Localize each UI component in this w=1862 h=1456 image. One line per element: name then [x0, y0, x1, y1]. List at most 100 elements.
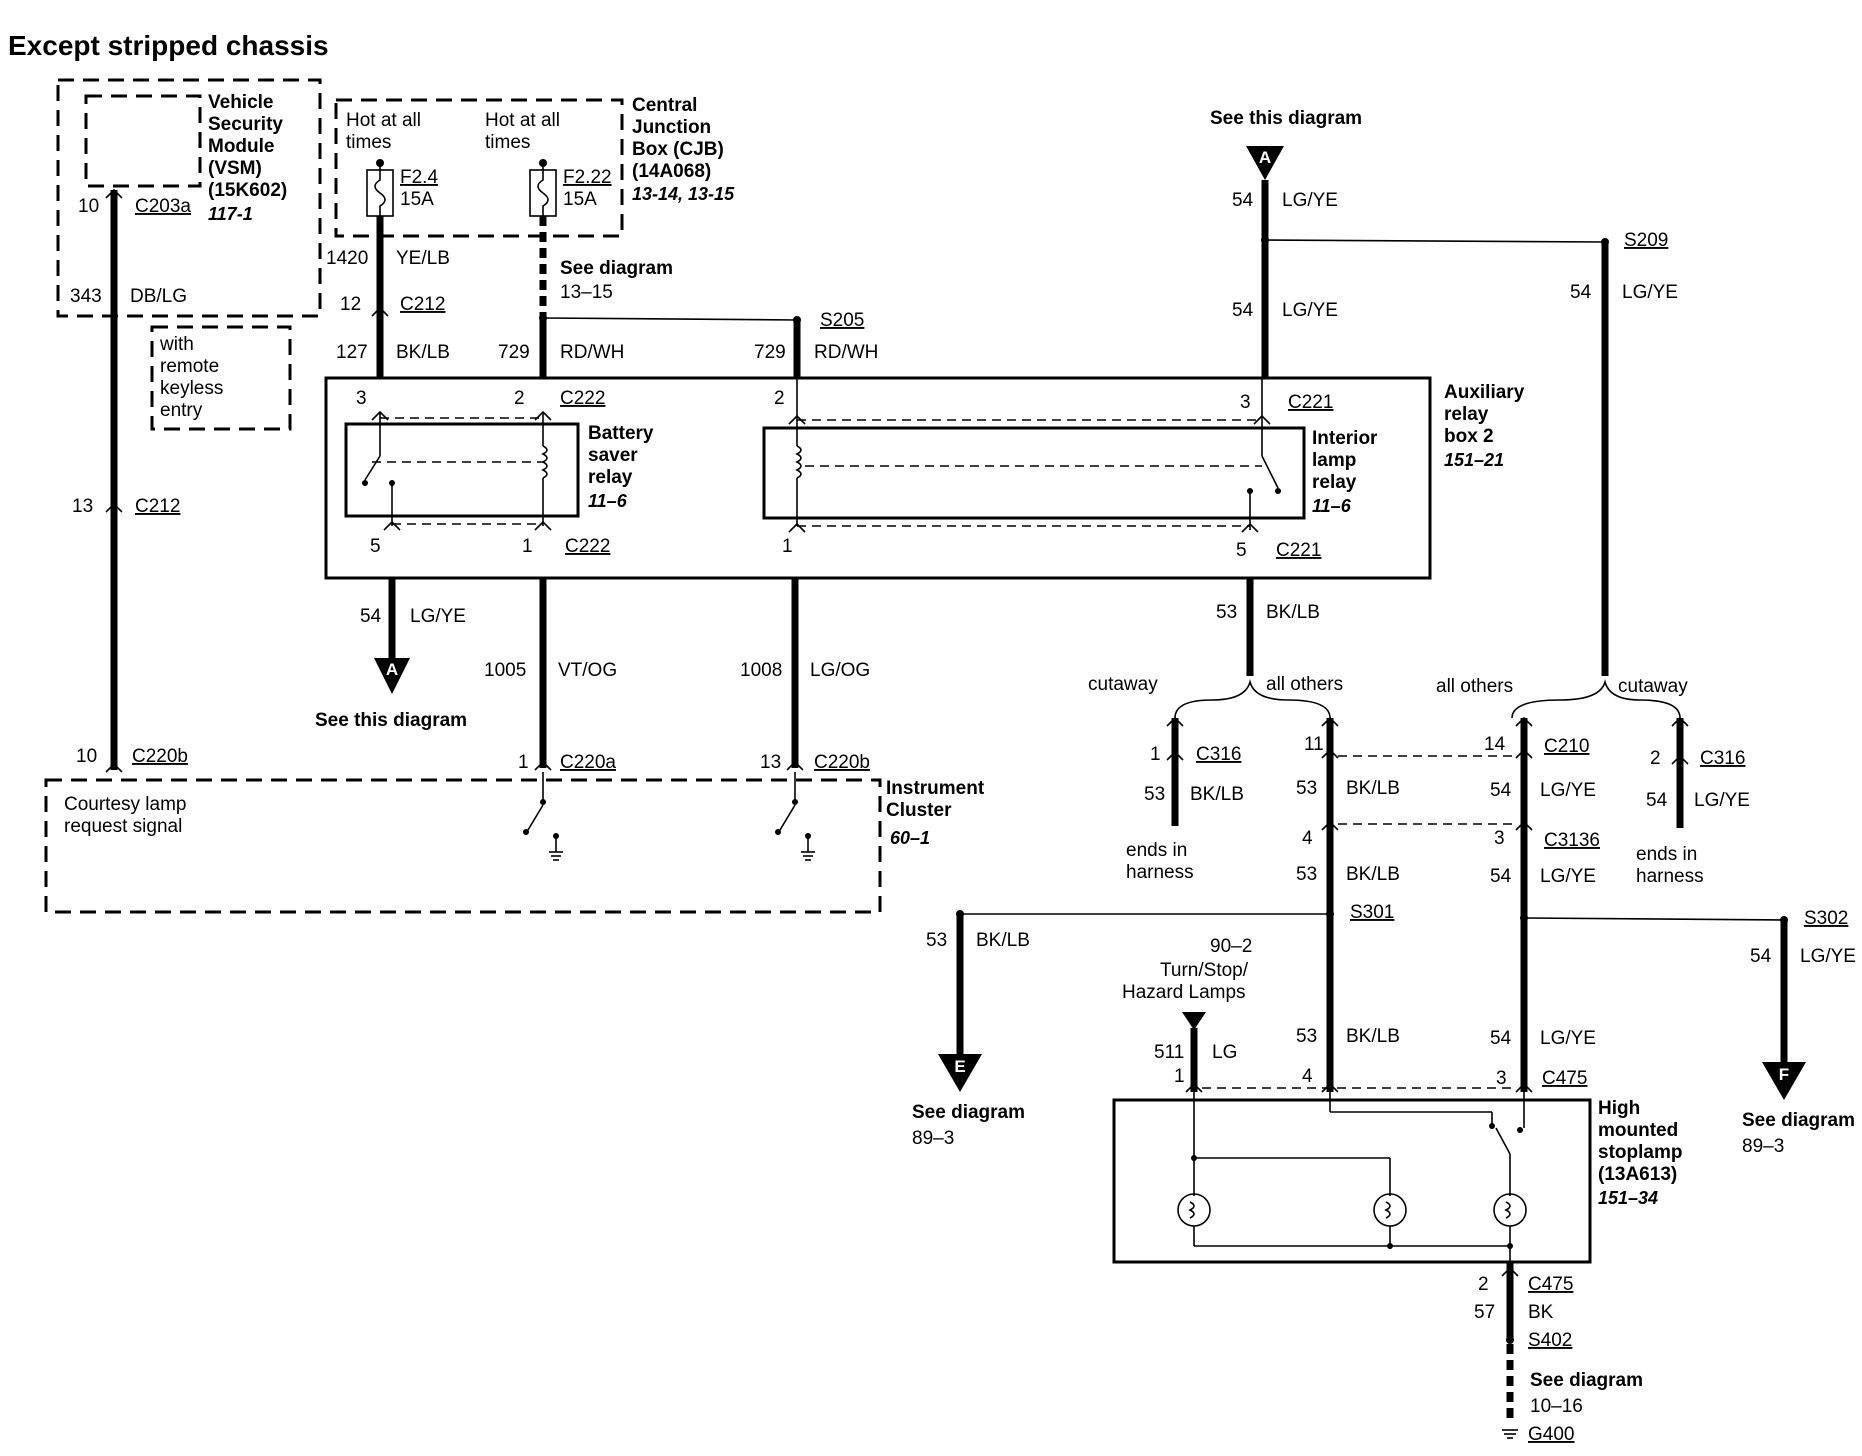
svg-text:mounted: mounted [1598, 1120, 1678, 1141]
svg-text:15A: 15A [400, 189, 434, 210]
svg-text:saver: saver [588, 445, 638, 466]
svg-text:times: times [485, 132, 530, 153]
svg-text:LG/YE: LG/YE [1540, 1028, 1596, 1049]
svg-text:60–1: 60–1 [890, 828, 930, 848]
svg-text:54: 54 [1490, 780, 1512, 801]
svg-text:13: 13 [72, 496, 93, 517]
splice-s302-link [1523, 917, 1785, 921]
connector-c475: C475 [1528, 1274, 1573, 1295]
connector-a-arrow [1246, 146, 1284, 180]
svg-text:F: F [1779, 1065, 1789, 1084]
svg-text:13-14, 13-15: 13-14, 13-15 [632, 184, 735, 204]
svg-text:(VSM): (VSM) [208, 158, 262, 179]
svg-text:1: 1 [1174, 1066, 1185, 1087]
svg-text:F2.22: F2.22 [563, 167, 612, 188]
svg-text:BK/LB: BK/LB [396, 342, 450, 363]
svg-text:BK/LB: BK/LB [1190, 784, 1244, 805]
remote-keyless-box [150, 325, 292, 431]
svg-text:Central: Central [632, 95, 697, 116]
svg-text:1: 1 [1150, 744, 1161, 765]
svg-text:RD/WH: RD/WH [560, 342, 624, 363]
svg-text:F2.4: F2.4 [400, 167, 438, 188]
svg-text:VT/OG: VT/OG [558, 660, 617, 681]
connector-c222: C222 [565, 536, 610, 557]
svg-text:See diagram: See diagram [1742, 1110, 1855, 1131]
svg-text:Security: Security [208, 114, 283, 135]
svg-text:Turn/Stop/: Turn/Stop/ [1160, 960, 1249, 981]
variant-brace-left [1174, 679, 1331, 719]
svg-text:5: 5 [1236, 540, 1247, 561]
circuit-color: DB/LG [130, 286, 187, 307]
connector-c210: C210 [1544, 736, 1589, 757]
svg-text:Instrument: Instrument [886, 778, 985, 799]
svg-text:2: 2 [774, 388, 785, 409]
svg-text:1005: 1005 [484, 660, 526, 681]
connector-c222: C222 [560, 388, 605, 409]
svg-text:Battery: Battery [588, 423, 654, 444]
svg-text:Hot at all: Hot at all [485, 110, 560, 131]
svg-text:54: 54 [1232, 300, 1254, 321]
svg-text:54: 54 [360, 606, 382, 627]
svg-text:2: 2 [514, 388, 525, 409]
svg-text:High: High [1598, 1098, 1640, 1119]
svg-text:5: 5 [370, 536, 381, 557]
svg-text:LG/YE: LG/YE [1282, 300, 1338, 321]
svg-text:BK/LB: BK/LB [1346, 1026, 1400, 1047]
splice-s302: S302 [1804, 908, 1848, 929]
connector-c3136: C3136 [1544, 830, 1600, 851]
interior-relay-label: Interior lamp relay 11–6 [1312, 428, 1378, 516]
svg-text:LG/YE: LG/YE [1694, 790, 1750, 811]
svg-text:harness: harness [1126, 862, 1194, 883]
svg-text:keyless: keyless [160, 378, 223, 399]
turn-stop-label: 90–2 Turn/Stop/ Hazard Lamps [1122, 936, 1252, 1003]
svg-text:all others: all others [1436, 676, 1513, 697]
battery-saver-relay [344, 422, 580, 518]
svg-text:Auxiliary: Auxiliary [1444, 382, 1525, 403]
svg-text:A: A [386, 660, 398, 679]
svg-text:53: 53 [1296, 778, 1317, 799]
svg-text:117-1: 117-1 [208, 204, 253, 224]
circuit-id: 343 [70, 286, 102, 307]
connector-c212: C212 [135, 496, 180, 517]
svg-text:(15K602): (15K602) [208, 180, 287, 201]
pin-label: 10 [78, 196, 99, 217]
splice-s205-link [542, 317, 798, 321]
svg-text:4: 4 [1302, 828, 1313, 849]
svg-text:1: 1 [782, 536, 793, 557]
svg-text:11–6: 11–6 [588, 491, 628, 511]
svg-text:relay: relay [588, 467, 633, 488]
connector-c221: C221 [1276, 540, 1321, 561]
svg-text:LG/YE: LG/YE [1282, 190, 1338, 211]
svg-text:151–34: 151–34 [1598, 1188, 1658, 1208]
svg-text:54: 54 [1490, 866, 1512, 887]
see-this-diagram: See this diagram [315, 710, 467, 731]
connector-c220b: C220b [132, 746, 188, 767]
svg-text:BK/LB: BK/LB [1266, 602, 1320, 623]
cjb-box [334, 98, 624, 238]
svg-text:Cluster: Cluster [886, 800, 952, 821]
svg-text:11–6: 11–6 [1312, 496, 1352, 516]
svg-text:stoplamp: stoplamp [1598, 1142, 1682, 1163]
svg-text:all others: all others [1266, 674, 1343, 695]
connector-c220b: C220b [814, 752, 870, 773]
lamp-bulb-2 [1373, 1193, 1407, 1227]
svg-text:Junction: Junction [632, 117, 711, 138]
svg-text:11: 11 [1304, 734, 1324, 755]
splice-s402: S402 [1528, 1330, 1572, 1351]
svg-text:with: with [159, 334, 194, 355]
connector-c220a: C220a [560, 752, 616, 773]
svg-text:2: 2 [1650, 748, 1661, 769]
connector-e-arrow [938, 1054, 982, 1092]
svg-text:3: 3 [1494, 828, 1505, 849]
svg-text:3: 3 [1240, 392, 1251, 413]
svg-text:729: 729 [754, 342, 786, 363]
svg-text:See diagram: See diagram [1530, 1370, 1643, 1391]
connector-c212: C212 [400, 294, 445, 315]
svg-text:lamp: lamp [1312, 450, 1356, 471]
svg-text:13: 13 [760, 752, 781, 773]
svg-text:Vehicle: Vehicle [208, 92, 274, 113]
svg-text:53: 53 [1144, 784, 1165, 805]
svg-text:box 2: box 2 [1444, 426, 1494, 447]
svg-text:89–3: 89–3 [912, 1128, 954, 1149]
